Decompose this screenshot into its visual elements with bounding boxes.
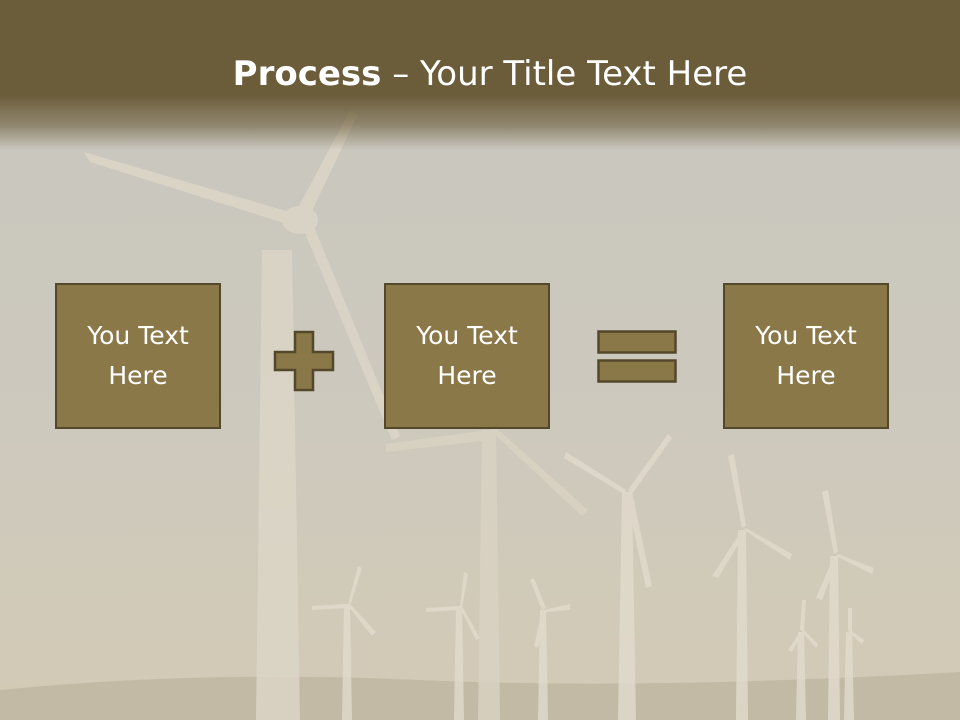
title-band xyxy=(0,0,960,150)
process-box-1-text: You Text Here xyxy=(87,321,189,390)
title-dash: – xyxy=(381,54,421,94)
equals-icon xyxy=(597,330,677,383)
title-rest: Your Title Text Here xyxy=(420,54,748,94)
process-box-2[interactable]: You Text Here xyxy=(384,283,550,429)
process-box-3[interactable]: You Text Here xyxy=(723,283,889,429)
slide-title: Process – Your Title Text Here xyxy=(0,52,960,96)
title-bold-part: Process xyxy=(232,54,382,94)
process-box-3-text: You Text Here xyxy=(755,321,857,390)
process-box-2-text: You Text Here xyxy=(416,321,518,390)
process-box-1[interactable]: You Text Here xyxy=(55,283,221,429)
plus-icon xyxy=(273,330,335,392)
